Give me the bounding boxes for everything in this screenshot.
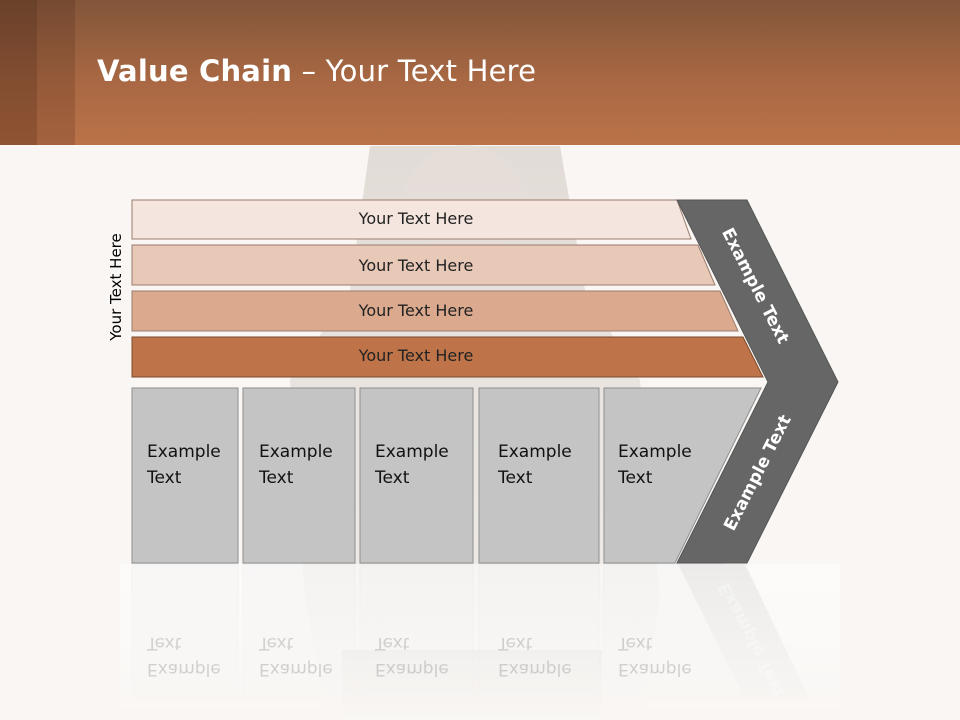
box-1	[131, 387, 239, 564]
bar-4-label: Your Text Here	[358, 346, 474, 365]
header-accent-dark	[0, 0, 37, 145]
chevron-arrow	[676, 199, 839, 564]
bar-3	[131, 290, 739, 332]
title-bold: Value Chain	[97, 54, 293, 88]
bar-2-label: Your Text Here	[358, 256, 474, 275]
bar-2	[131, 244, 716, 286]
bar-3-label: Your Text Here	[358, 301, 474, 320]
header-banner: Value Chain – Your Text Here	[0, 0, 960, 145]
box-3	[359, 387, 474, 564]
box-4	[478, 387, 600, 564]
title-rest: – Your Text Here	[292, 54, 537, 88]
header-accent-light	[37, 0, 75, 145]
page-title: Value Chain – Your Text Here	[97, 54, 536, 88]
box-2	[242, 387, 356, 564]
bar-1	[131, 199, 692, 240]
bar-4	[131, 336, 764, 378]
bar-1-label: Your Text Here	[358, 209, 474, 228]
box-5	[603, 387, 762, 564]
